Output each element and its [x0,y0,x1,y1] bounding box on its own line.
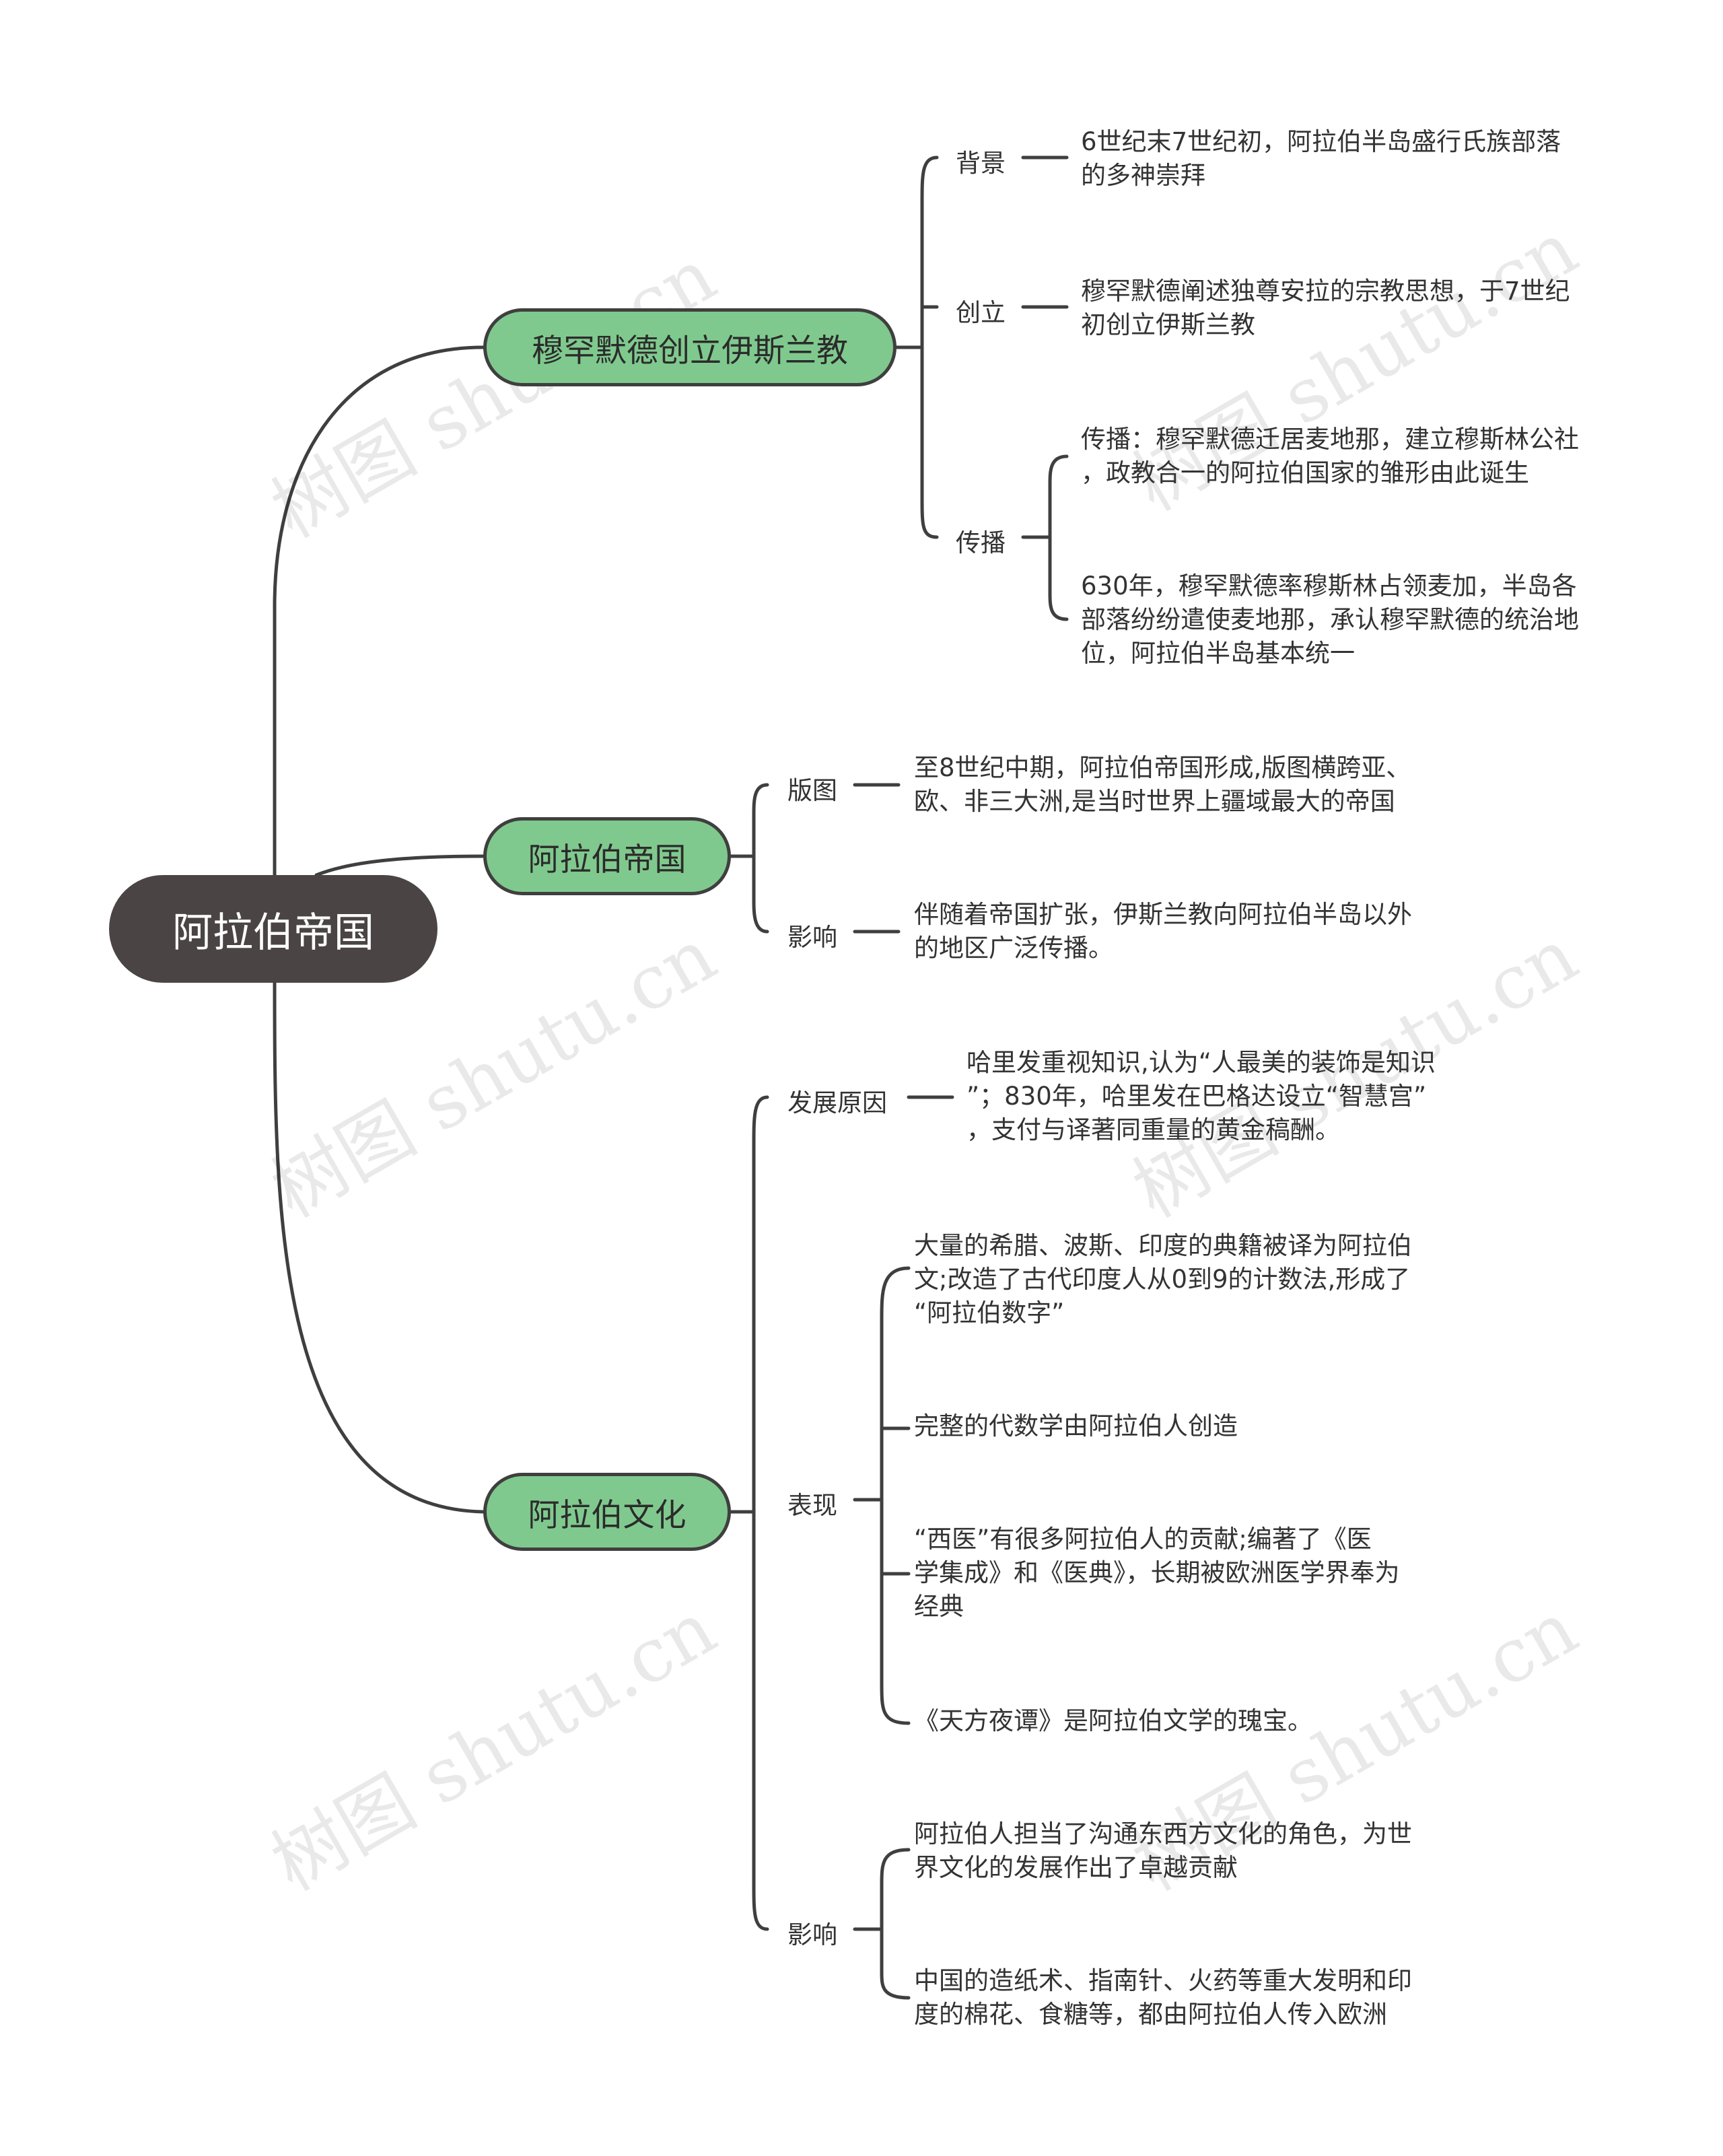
subtopic-founding[interactable]: 创立 [956,298,1006,327]
leaf-text[interactable]: 哈里发重视知识,认为“人最美的装饰是知识 ”；830年，哈里发在巴格达设立“智慧… [966,1048,1436,1144]
topic-node-arab-culture[interactable]: 阿拉伯文化 [483,1473,731,1551]
subtopic-development-reasons[interactable]: 发展原因 [787,1088,887,1117]
leaf-text[interactable]: 至8世纪中期，阿拉伯帝国形成,版图横跨亚、 欧、非三大洲,是当时世界上疆域最大的… [914,753,1411,816]
leaf-text[interactable]: 传播：穆罕默德迁居麦地那，建立穆斯林公社 ，政教合一的阿拉伯国家的雏形由此诞生 [1081,425,1579,487]
subtopic-manifestations[interactable]: 表现 [787,1491,837,1520]
subtopic-influence[interactable]: 影响 [787,923,837,952]
leaf-text[interactable]: 伴随着帝国扩张，伊斯兰教向阿拉伯半岛以外 的地区广泛传播。 [914,900,1412,963]
leaf-text[interactable]: 大量的希腊、波斯、印度的典籍被译为阿拉伯 文;改造了古代印度人从0到9的计数法,… [914,1231,1412,1327]
root-node[interactable]: 阿拉伯帝国 [109,875,437,983]
subtopic-territory[interactable]: 版图 [787,776,837,805]
leaf-text[interactable]: 6世纪末7世纪初，阿拉伯半岛盛行氏族部落 的多神崇拜 [1081,127,1561,190]
leaf-text[interactable]: 阿拉伯人担当了沟通东西方文化的角色，为世 界文化的发展作出了卓越贡献 [914,1819,1412,1882]
leaf-text[interactable]: 完整的代数学由阿拉伯人创造 [914,1412,1238,1440]
leaf-text[interactable]: 中国的造纸术、指南针、火药等重大发明和印 度的棉花、食糖等，都由阿拉伯人传入欧洲 [914,1966,1412,2029]
topic-node-islam-founding[interactable]: 穆罕默德创立伊斯兰教 [483,308,896,386]
subtopic-spread[interactable]: 传播 [956,528,1006,557]
topic-node-arab-empire[interactable]: 阿拉伯帝国 [483,817,731,895]
leaf-text[interactable]: 630年，穆罕默德率穆斯林占领麦加，半岛各 部落纷纷遣使麦地那，承认穆罕默德的统… [1081,571,1579,668]
leaf-text[interactable]: 穆罕默德阐述独尊安拉的宗教思想，于7世纪 初创立伊斯兰教 [1081,277,1570,339]
subtopic-culture-influence[interactable]: 影响 [787,1920,837,1949]
leaf-text[interactable]: 《天方夜谭》是阿拉伯文学的瑰宝。 [914,1706,1312,1735]
subtopic-background[interactable]: 背景 [956,149,1006,178]
leaf-text[interactable]: “西医”有很多阿拉伯人的贡献;编著了《医 学集成》和《医典》，长期被欧洲医学界奉… [914,1525,1400,1621]
